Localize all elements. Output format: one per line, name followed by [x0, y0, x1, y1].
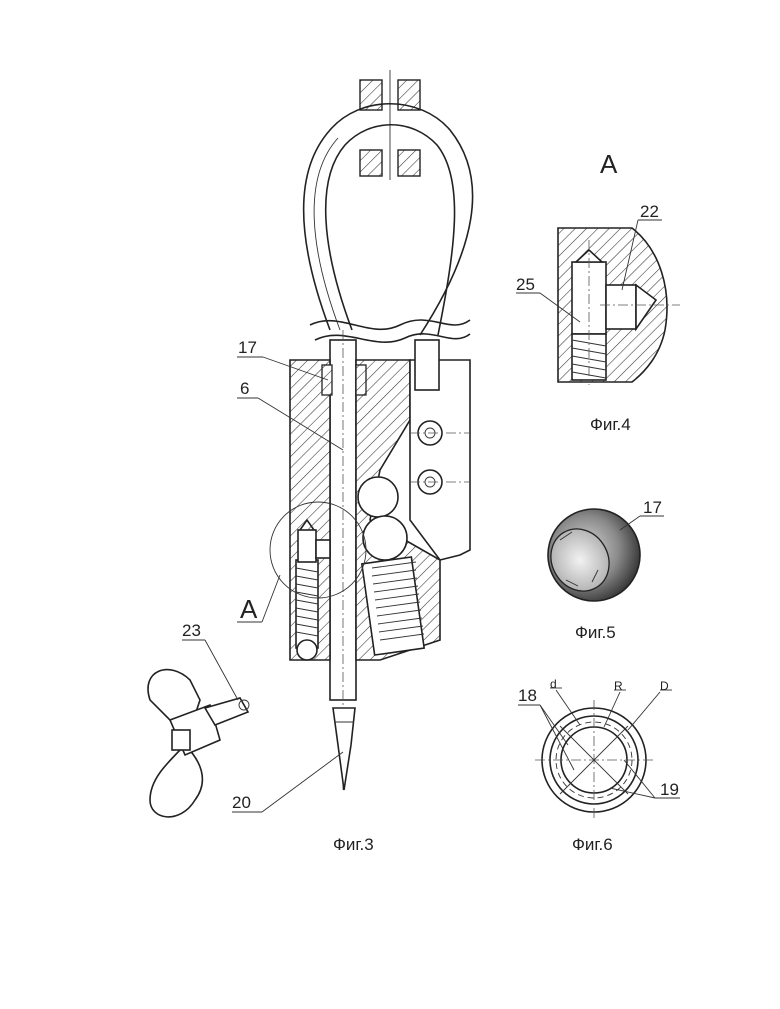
label-d-outer: D [660, 679, 669, 693]
label-6: 6 [240, 379, 249, 398]
label-20: 20 [232, 793, 251, 812]
caption-fig6: Фиг.6 [572, 835, 613, 854]
label-18: 18 [518, 686, 537, 705]
label-17-fig3: 17 [238, 338, 257, 357]
label-23: 23 [182, 621, 201, 640]
detail-a-section [558, 228, 680, 385]
fig6-leaders [518, 688, 680, 798]
label-19: 19 [660, 780, 679, 799]
caption-fig3: Фиг.3 [333, 835, 374, 854]
label-17-fig5: 17 [643, 498, 662, 517]
ring-17-3d [531, 492, 657, 618]
ring-17-front [535, 700, 655, 820]
rope-loop [304, 104, 473, 342]
caption-fig4: Фиг.4 [590, 415, 631, 434]
clamp-body [270, 340, 470, 660]
figure-4: А 22 25 Фиг.4 [516, 149, 680, 434]
label-a-fig3: А [240, 594, 258, 624]
rod-tip [333, 708, 355, 790]
view-label-a: А [600, 149, 618, 179]
figure-3: 17 6 А 23 20 Фиг.3 [148, 70, 473, 854]
figure-6: d R D 18 19 Фиг.6 [518, 677, 680, 854]
label-22: 22 [640, 202, 659, 221]
label-r: R [614, 679, 623, 693]
label-d: d [550, 677, 557, 691]
caption-fig5: Фиг.5 [575, 623, 616, 642]
label-25: 25 [516, 275, 535, 294]
figure-5: 17 Фиг.5 [531, 492, 664, 642]
